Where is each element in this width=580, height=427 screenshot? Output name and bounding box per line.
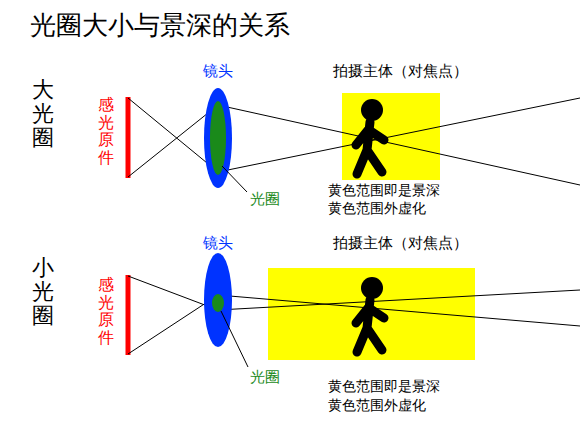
part-name: 镜头 (203, 62, 233, 80)
leader-line (222, 166, 247, 192)
lens (204, 88, 232, 188)
part-name: 感光原件 (98, 276, 114, 346)
part-name: 拍摄主体（对焦点） (333, 234, 468, 252)
light-rays (128, 276, 580, 354)
subject-head (361, 277, 383, 299)
sensor-bar (126, 275, 131, 355)
note: 黄色范围即是景深 (328, 378, 440, 395)
title: 光圈大小与景深的关系 (30, 10, 290, 41)
panel-heading: 大光圈 (32, 78, 54, 151)
subject-figure (356, 122, 384, 174)
lens (204, 253, 232, 347)
note: 黄色范围即是景深 (328, 182, 440, 199)
part-name: 光圈 (250, 368, 280, 386)
note: 黄色范围外虚化 (328, 200, 426, 217)
aperture (210, 101, 226, 175)
part-name: 光圈 (250, 190, 280, 208)
light-rays (128, 98, 580, 185)
large-aperture-figure (128, 88, 580, 192)
aperture (212, 294, 224, 312)
part-name: 感光原件 (98, 96, 114, 166)
part-name: 镜头 (203, 234, 233, 252)
subject-head (361, 99, 383, 121)
part-name: 拍摄主体（对焦点） (333, 62, 468, 80)
small-aperture-figure (128, 253, 580, 367)
leader-line (221, 311, 248, 367)
note: 黄色范围外虚化 (328, 397, 426, 414)
sensor-bar (126, 97, 131, 178)
panel-heading: 小光圈 (32, 256, 54, 329)
